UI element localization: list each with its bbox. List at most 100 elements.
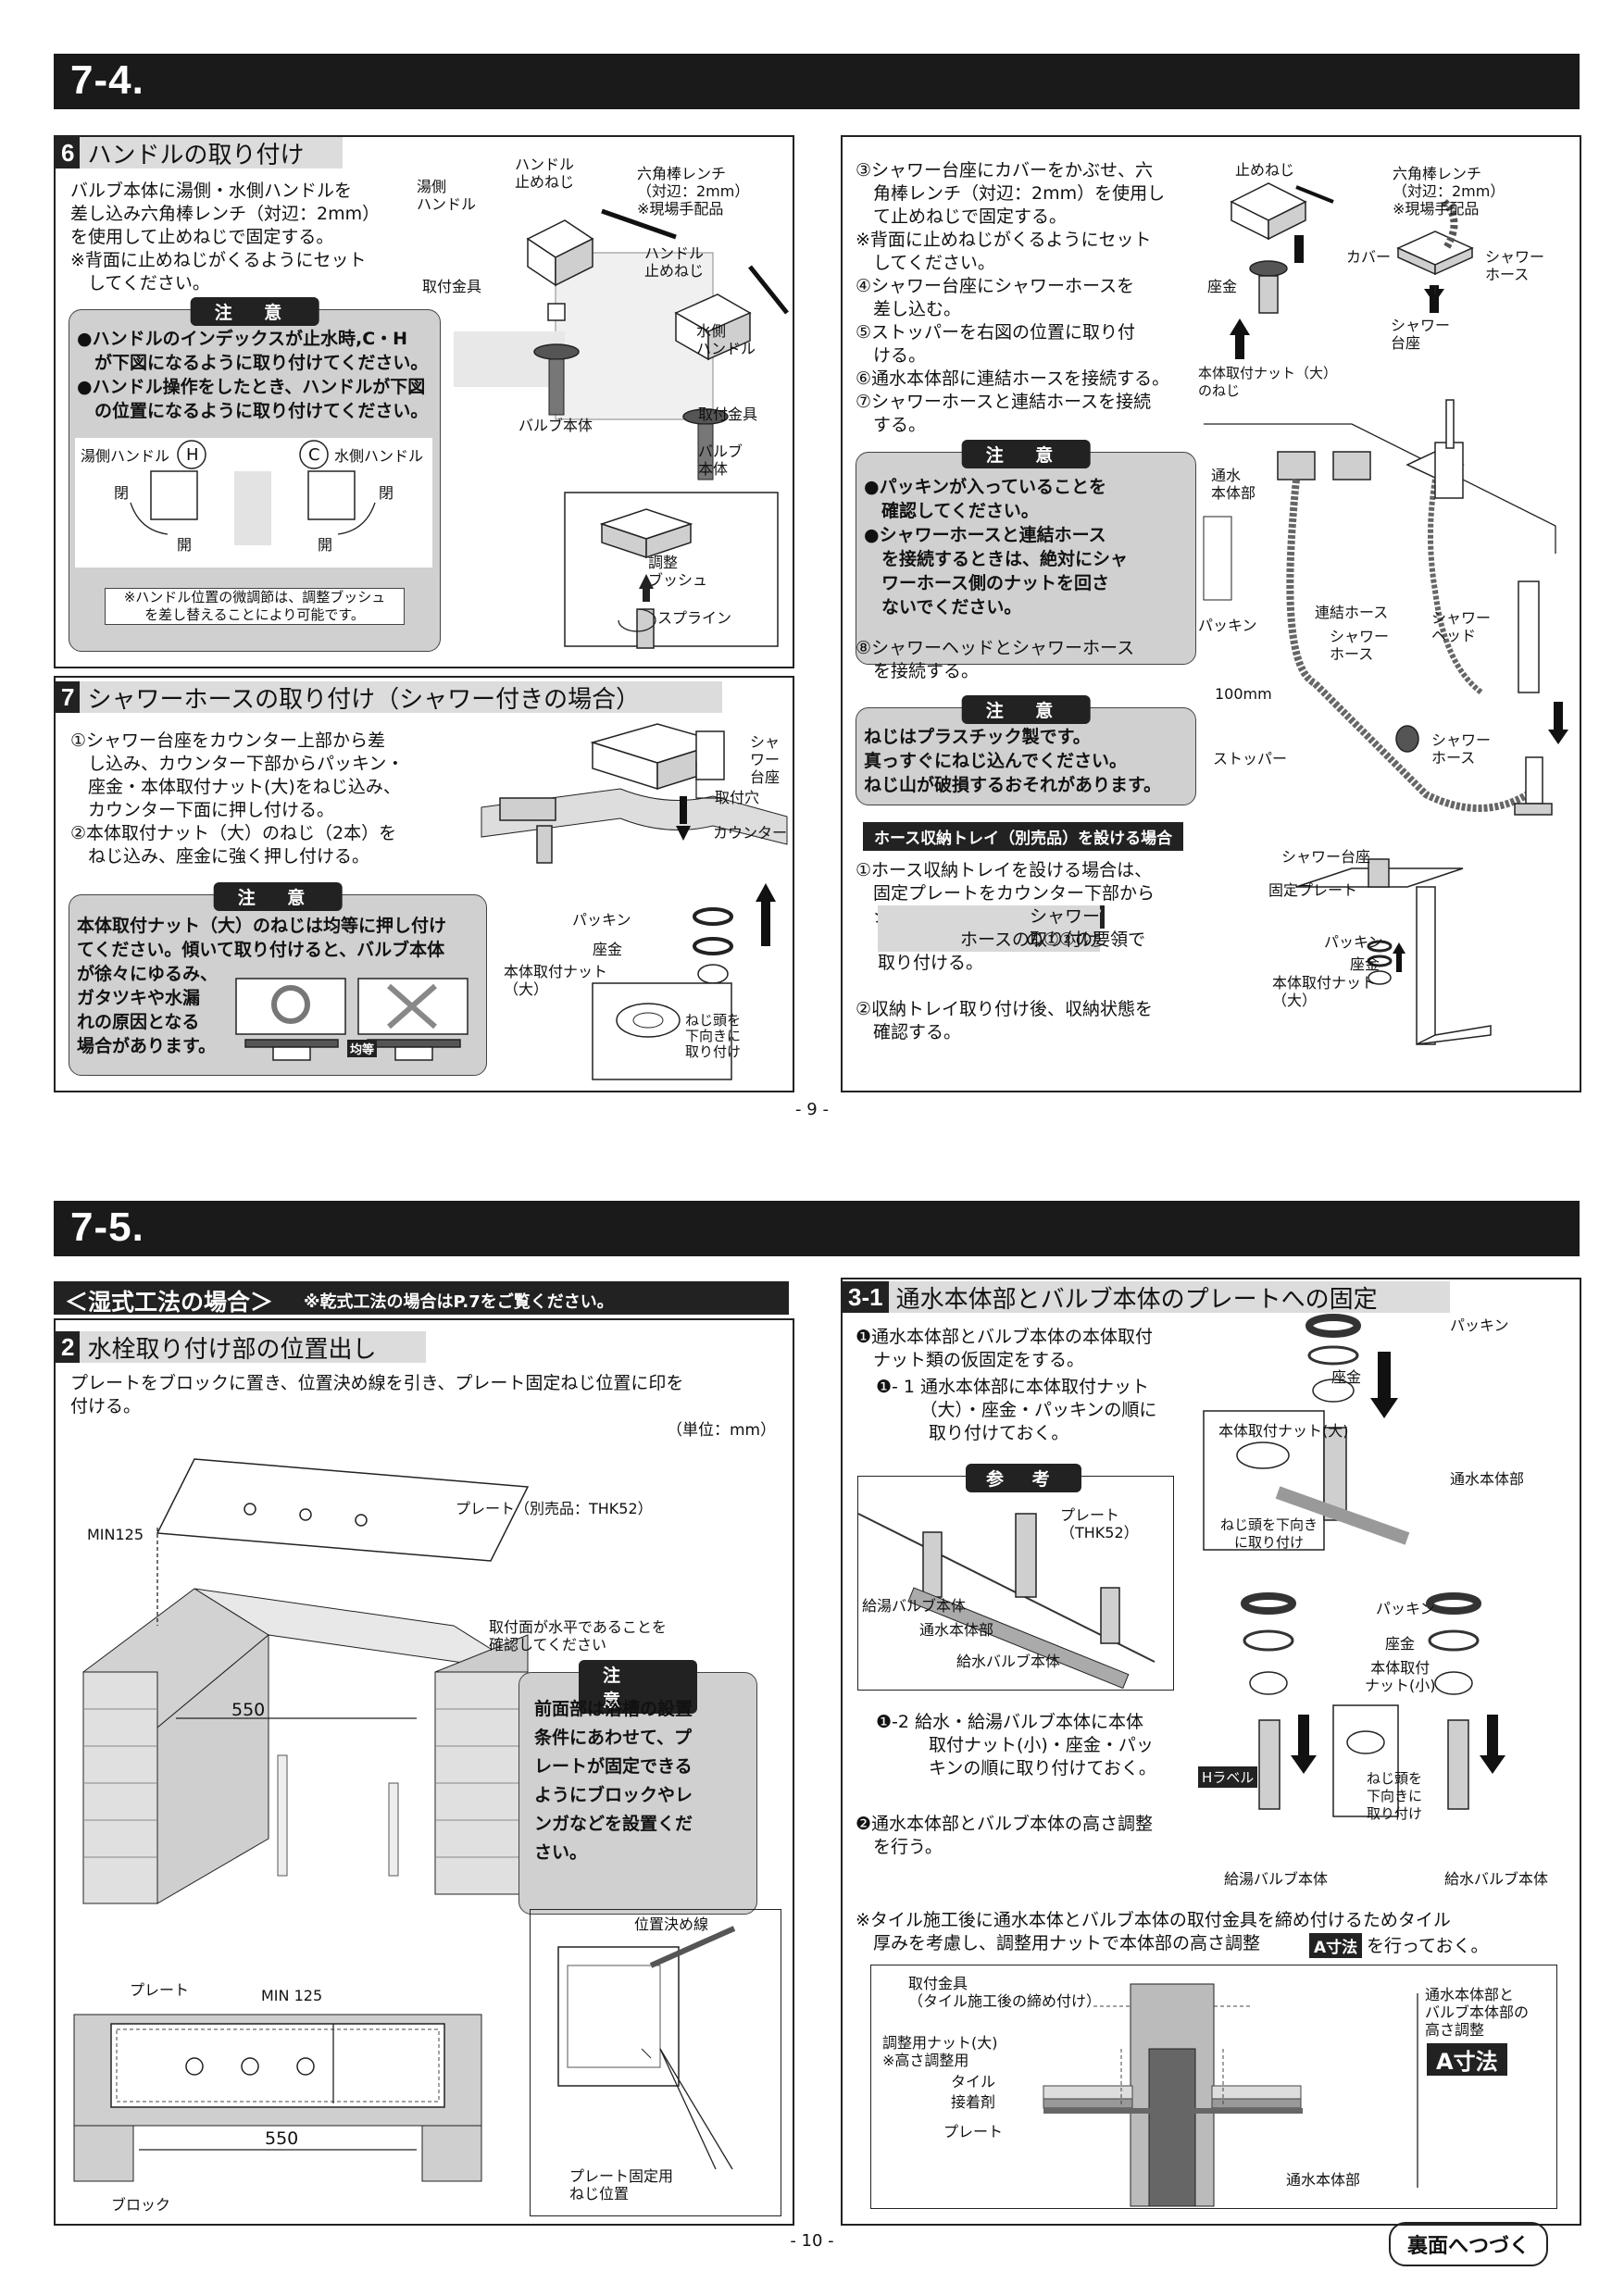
hot-close-label: 閉 — [114, 484, 130, 502]
min125-callout: MIN125 — [87, 1526, 144, 1543]
cold-handle-label: 水側ハンドル — [334, 447, 424, 465]
section-2-text: プレートをブロックに置き、位置決め線を引き、プレート固定ねじ位置に印を 付ける。 — [70, 1373, 684, 1416]
tile-note-a: ※タイル施工後に通水本体とバルブ本体の取付金具を締め付けるためタイル 厚みを考慮… — [856, 1910, 1451, 1953]
hot-valve2-callout-31: 給湯バルブ本体 — [1224, 1870, 1329, 1888]
positioning-detail-frame: 位置決め線 プレート固定用 ねじ位置 — [530, 1909, 781, 2216]
banner-number: 7-4. — [70, 57, 144, 103]
caution-text-r2: ねじはプラスチック製です。 真っすぐにねじ込んでください。 ねじ山が破損するおそ… — [864, 727, 1162, 795]
a-dim-tag: A寸法 — [1309, 1933, 1363, 1958]
hose-tray-step2: ②収納トレイ取り付け後、収納状態を 確認する。 — [856, 999, 1154, 1042]
handle-diagram-svg — [130, 440, 376, 545]
plate-plan-view — [73, 2014, 482, 2182]
section-2-title: 2 水栓取り付け部の位置出し — [56, 1331, 426, 1364]
cold-valve2-callout-31: 給水バルブ本体 — [1444, 1870, 1549, 1888]
section-2-badge: 2 — [56, 1331, 81, 1363]
r-cover-callout: カバー — [1346, 248, 1392, 266]
water-body-parts-svg — [1203, 1314, 1505, 1817]
plate-callout-31: プレート — [943, 2123, 1004, 2140]
r-joint-hose-callout: 連結ホース — [1315, 604, 1389, 621]
continue-on-back: 裏面へつづく — [1389, 2222, 1549, 2266]
line-callout: 位置決め線 — [634, 1915, 709, 1933]
d550b-callout: 550 — [265, 2128, 299, 2149]
washer2-callout-31: 座金 — [1385, 1635, 1416, 1653]
caution-text-r1: ●パッキンが入っていることを 確認してください。 ●シャワーホースと連結ホース … — [864, 477, 1129, 618]
block-plate-illustration — [82, 1458, 530, 1904]
block-caution-box: 注 意 前面部は浴槽の設置 条件にあわせて、プ レートが固定できる ようにブロッ… — [518, 1660, 757, 1915]
panel-shower-hose-install: 7 シャワーホースの取り付け（シャワー付きの場合） ①シャワー台座をカウンター上… — [54, 676, 794, 1092]
r-water-body-callout: 通水 本体部 — [1211, 467, 1256, 502]
reference-heading: 参 考 — [966, 1464, 1081, 1492]
plate-callout: プレート（別売品：THK52） — [456, 1500, 653, 1517]
shower-assembly-illustration — [1203, 182, 1568, 816]
valve-body2-callout: バルブ 本体 — [698, 443, 743, 478]
counter-callout: カウンター — [713, 824, 788, 842]
packing-caution-box: 注 意 ●パッキンが入っていることを 確認してください。 ●シャワーホースと連結… — [856, 440, 1196, 665]
r-shower-head-callout: シャワー ヘッド — [1431, 609, 1492, 644]
washer-callout: 座金 — [593, 941, 623, 958]
screw-down-callout-31: ねじ頭を下向き に取り付け — [1220, 1516, 1318, 1551]
plate2-callout: プレート — [130, 1981, 190, 1999]
t-plate-callout: 固定プレート — [1268, 881, 1358, 899]
shower-base-illustration — [481, 723, 788, 1080]
hose-tray-ref-title: シャワー ホースの取り付け — [878, 905, 1100, 952]
t-shower-base-callout: シャワー台座 — [1281, 848, 1371, 866]
mount-callout-31: 取付金具 （タイル施工後の締め付け） — [908, 1975, 1102, 2010]
hose-tray-title: ホース収納トレイ（別売品）を設ける場合 — [863, 822, 1184, 851]
mount-callout: 取付金具 — [422, 278, 482, 295]
wet-method-header: ＜湿式工法の場合＞ ※乾式工法の場合はP.7をご覧ください。 — [54, 1281, 789, 1316]
panel-valve-fixing: 3-1 通水本体部とバルブ本体のプレートへの固定 ❶通水本体部とバルブ本体の本体… — [841, 1278, 1581, 2226]
section-banner-7-4: 7-4. — [54, 54, 1580, 109]
reference-frame: 参 考 プレート （THK52） 給湯バルブ本体 通水本体部 給水バルブ本体 — [857, 1464, 1174, 1691]
caution-text-7: 本体取付ナット（大）のねじは均等に押し付け てください。傾いて取り付けると、バル… — [77, 916, 447, 1056]
nut-callout: 本体取付ナット （大） — [504, 963, 608, 998]
reference-plate-svg — [857, 1513, 1156, 1690]
section-31-badge: 3-1 — [843, 1281, 889, 1313]
equal-label: 均等 — [347, 1040, 378, 1057]
panel-shower-assembly: ③シャワー台座にカバーをかぶせ、六 角棒レンチ（対辺：2mm）を使用し て止めね… — [841, 135, 1581, 1092]
set-screw-callout: ハンドル 止めねじ — [515, 156, 575, 191]
hose-tray-illustration — [1295, 858, 1492, 1045]
positioning-detail-svg — [557, 1926, 736, 2170]
handle-install-illustration — [454, 208, 789, 649]
caution-heading-r2: 注 意 — [961, 695, 1091, 724]
r-packing-callout: パッキン — [1198, 617, 1257, 634]
section-7-heading: シャワーホースの取り付け（シャワー付きの場合） — [87, 685, 641, 714]
tile-callout-31: タイル — [951, 2073, 996, 2090]
water-body-callout-31: 通水本体部 — [1450, 1470, 1525, 1488]
adhesive-callout-31: 接着剤 — [951, 2093, 996, 2111]
cold-close-label: 閉 — [379, 484, 394, 502]
height-adjust-svg — [1043, 1983, 1418, 2207]
hot-open-label: 開 — [177, 536, 193, 554]
r-shower-base-callout: シャワー 台座 — [1391, 317, 1451, 352]
r-nut-callout: 本体取付ナット（大） のねじ — [1198, 365, 1338, 399]
ref-cold-valve-callout: 給水バルブ本体 — [956, 1653, 1061, 1670]
banner-number-2: 7-5. — [70, 1204, 144, 1250]
nut-caution-box: 注 意 本体取付ナット（大）のねじは均等に押し付け てください。傾いて取り付ける… — [69, 882, 487, 1076]
block-callout: ブロック — [111, 2196, 171, 2214]
nut-l-callout-31: 本体取付ナット(大) — [1218, 1422, 1349, 1440]
hot-handle-label: 湯側ハンドル — [81, 447, 170, 465]
screw-down-callout: ねじ頭を 下向きに 取り付け — [685, 1012, 742, 1060]
cold-open-label: 開 — [318, 536, 333, 554]
shower-steps-text: ③シャワー台座にカバーをかぶせ、六 角棒レンチ（対辺：2mm）を使用し て止めね… — [856, 160, 1170, 435]
a-dim-label: A寸法 — [1427, 2043, 1507, 2076]
plastic-screw-caution: 注 意 ねじはプラスチック製です。 真っすぐにねじ込んでください。 ねじ山が破損… — [856, 695, 1196, 805]
h-label-tag: Hラベル — [1198, 1766, 1258, 1788]
section-31-heading: 通水本体部とバルブ本体のプレートへの固定 — [895, 1285, 1378, 1314]
hole-callout: 取付穴 — [715, 789, 760, 806]
t-nut-callout: 本体取付ナット （大） — [1272, 974, 1377, 1009]
caution-heading-2: 注 意 — [579, 1660, 697, 1714]
section-6-text: バルブ本体に湯側・水側ハンドルを 差し込み六角棒レンチ（対辺：2mm） を使用し… — [70, 181, 381, 293]
handle-adjust-note: ※ハンドル位置の微調節は、調整ブッシュ を差し替えることにより可能です。 — [105, 588, 405, 625]
caution-text: ●ハンドルのインデックスが止水時,C・H が下図になるように取り付けてください。… — [77, 329, 429, 421]
mount2-callout: 取付金具 — [698, 406, 758, 423]
handle-orientation-diagram: 湯側ハンドル 水側ハンドル H C 閉 開 閉 開 — [75, 438, 432, 568]
min125b-callout: MIN 125 — [261, 1987, 323, 2004]
caution-heading-7: 注 意 — [213, 882, 343, 911]
r-set-screw-callout: 止めねじ — [1235, 161, 1295, 179]
tile-note-b: を行っておく。 — [1367, 1936, 1489, 1956]
section-6-title: 6 ハンドルの取り付け — [56, 137, 343, 169]
hot-h-mark: H — [186, 445, 199, 465]
caution-heading: 注 意 — [190, 297, 319, 326]
section-7-title: 7 シャワーホースの取り付け（シャワー付きの場合） — [56, 681, 722, 714]
